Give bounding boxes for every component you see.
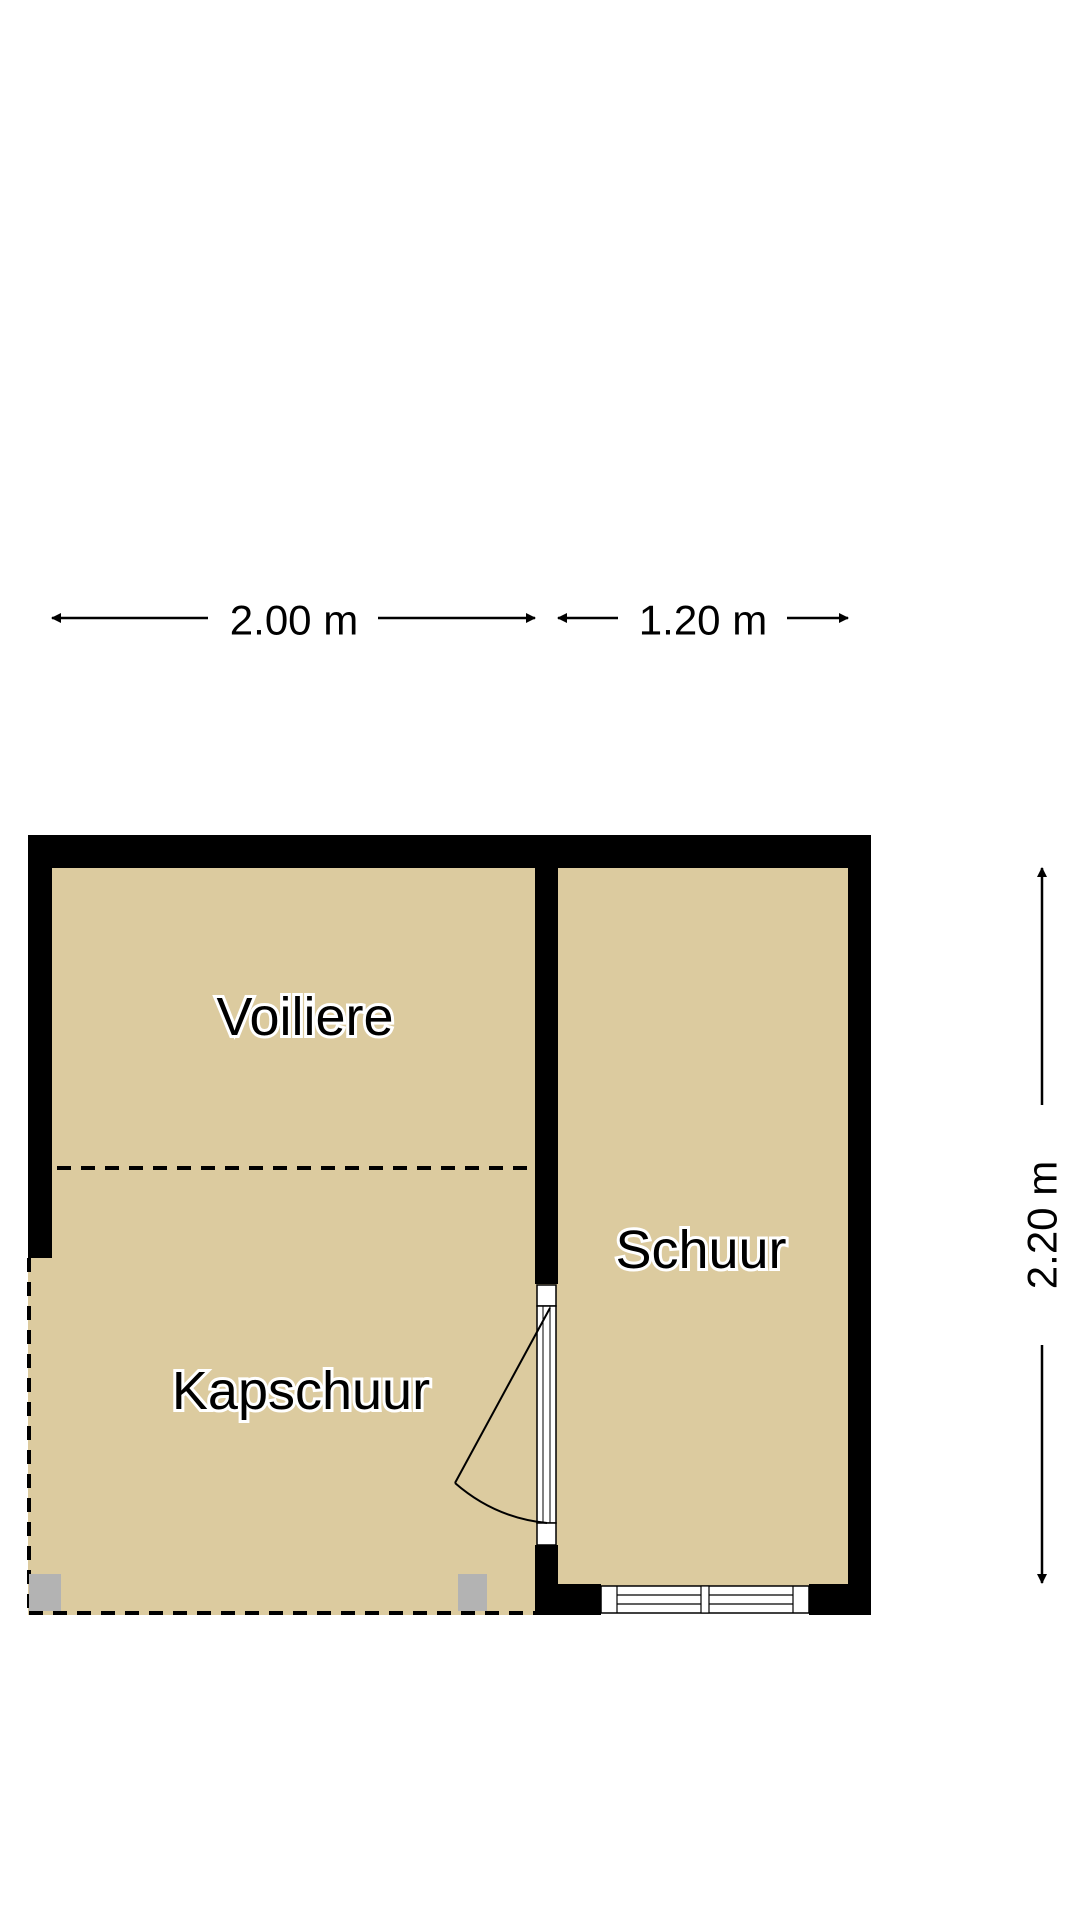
dimension-label: 2.00 m [230, 597, 358, 644]
floor-kapschuur-voiliere [28, 860, 538, 1615]
walls [28, 835, 871, 1615]
dimension-height: 2.20 m [1019, 867, 1066, 1584]
floor-schuur [535, 860, 855, 1590]
dimension-width-right: 1.20 m [557, 597, 849, 644]
room-label-kapschuur: Kapschuur [172, 1361, 430, 1421]
post [29, 1574, 61, 1611]
dimension-label: 2.20 m [1019, 1161, 1066, 1289]
dashed-boundaries [27, 1166, 535, 1615]
window [600, 1585, 810, 1614]
dimension-width-left: 2.00 m [51, 597, 536, 644]
room-label-schuur: Schuur [615, 1220, 786, 1280]
door [454, 1284, 557, 1546]
dimension-label: 1.20 m [639, 597, 767, 644]
post [458, 1574, 487, 1611]
room-label-voiliere: Voiliere [216, 987, 393, 1047]
